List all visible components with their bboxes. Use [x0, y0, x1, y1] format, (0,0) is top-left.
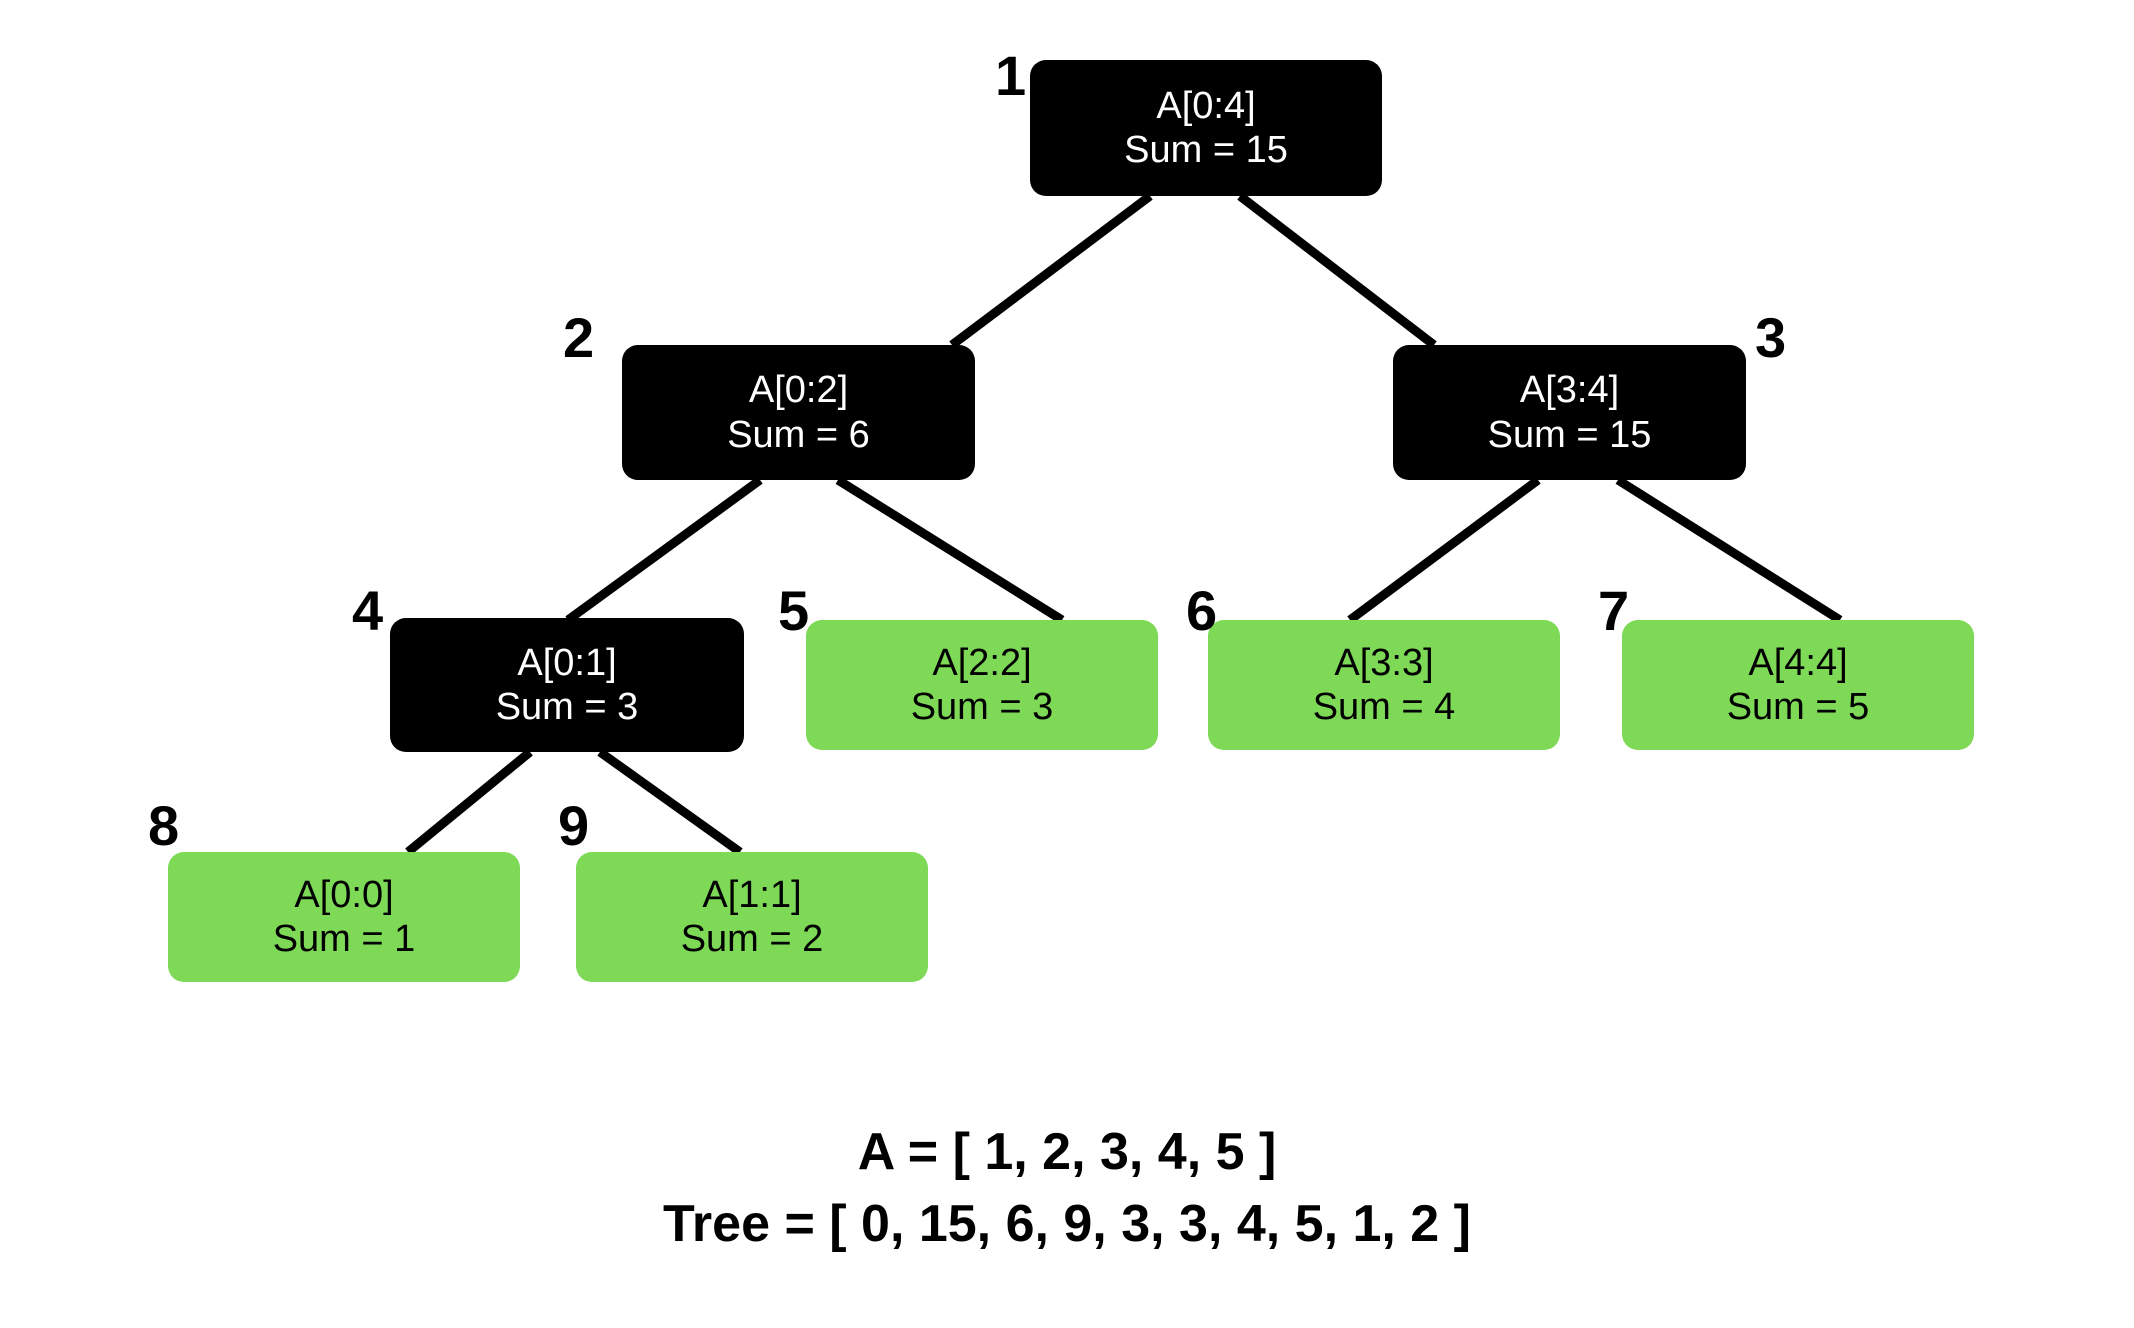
- node-sum-9: Sum = 2: [680, 918, 824, 960]
- edge-2-5: [835, 476, 1065, 624]
- node-range-2: A[0:2]: [748, 369, 849, 412]
- node-range-1: A[0:4]: [1156, 84, 1256, 127]
- node-index-9: 9: [558, 794, 590, 857]
- caption-tree-line: Tree = [ 0, 15, 6, 9, 3, 3, 4, 5, 1, 2 ]: [663, 1195, 1471, 1253]
- node-range-9: A[1:1]: [702, 873, 802, 916]
- tree-node-3[interactable]: A[3:4] Sum = 15: [1393, 345, 1746, 480]
- node-index-2: 2: [563, 306, 595, 369]
- node-index-4: 4: [352, 579, 384, 642]
- node-range-8: A[0:0]: [294, 873, 394, 916]
- tree-node-2[interactable]: A[0:2] Sum = 6: [622, 345, 975, 480]
- tree-node-6[interactable]: A[3:3] Sum = 4: [1208, 620, 1560, 750]
- node-sum-7: Sum = 5: [1726, 686, 1870, 728]
- edge-1-2: [949, 192, 1153, 349]
- node-sum-1: Sum = 15: [1124, 129, 1288, 171]
- node-sum-6: Sum = 4: [1312, 686, 1456, 728]
- edge-4-8: [405, 748, 533, 856]
- node-range-3: A[3:4]: [1519, 369, 1620, 412]
- node-sum-4: Sum = 3: [495, 686, 639, 728]
- edge-4-9: [597, 748, 743, 856]
- edge-1-3: [1237, 192, 1437, 349]
- edge-2-4: [565, 476, 763, 624]
- tree-node-5[interactable]: A[2:2] Sum = 3: [806, 620, 1158, 750]
- node-index-8: 8: [148, 794, 180, 857]
- node-range-6: A[3:3]: [1334, 641, 1434, 684]
- edge-3-7: [1615, 476, 1843, 624]
- edge-3-6: [1347, 476, 1541, 624]
- tree-node-1[interactable]: A[0:4] Sum = 15: [1030, 60, 1382, 196]
- node-sum-2: Sum = 6: [727, 413, 870, 456]
- node-range-5: A[2:2]: [932, 641, 1032, 684]
- tree-node-8[interactable]: A[0:0] Sum = 1: [168, 852, 520, 982]
- tree-node-4[interactable]: A[0:1] Sum = 3: [390, 618, 744, 752]
- node-index-1: 1: [995, 44, 1027, 107]
- node-index-5: 5: [778, 579, 810, 642]
- node-sum-3: Sum = 15: [1487, 413, 1652, 456]
- caption-array-line: A = [ 1, 2, 3, 4, 5 ]: [857, 1123, 1277, 1181]
- node-index-7: 7: [1598, 579, 1630, 642]
- node-sum-8: Sum = 1: [272, 918, 416, 960]
- node-index-6: 6: [1186, 579, 1218, 642]
- tree-node-9[interactable]: A[1:1] Sum = 2: [576, 852, 928, 982]
- tree-node-7[interactable]: A[4:4] Sum = 5: [1622, 620, 1974, 750]
- node-index-3: 3: [1755, 306, 1787, 369]
- node-sum-5: Sum = 3: [910, 686, 1054, 728]
- node-range-4: A[0:1]: [517, 641, 617, 684]
- node-range-7: A[4:4]: [1748, 641, 1848, 684]
